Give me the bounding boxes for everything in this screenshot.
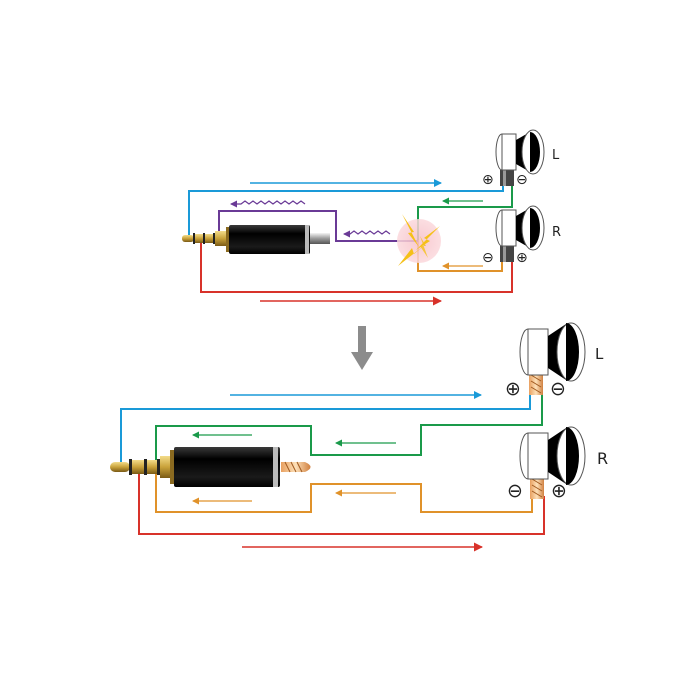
bottom-left-plus-icon: ⊕ [505,378,521,400]
top-left-minus-icon: ⊖ [516,172,528,188]
bottom-left-label: L [595,345,604,363]
down-arrow-icon [351,326,373,370]
bottom-red-wire [138,473,545,535]
bottom-left-speaker-icon [519,322,586,395]
top-audio-plug [182,225,330,254]
top-left-speaker-icon [495,129,545,186]
bottom-blue-wire [120,393,531,464]
bottom-right-minus-icon: ⊖ [507,480,523,502]
bottom-right-label: R [597,449,608,468]
top-purple-wire [218,210,418,242]
top-purple-squiggle-arrow-2 [343,230,391,238]
top-diagram: L ⊕ ⊖ R ⊖ ⊕ [182,129,561,306]
interference-spark-icon [397,214,441,266]
top-right-minus-icon: ⊖ [482,250,494,266]
top-right-speaker-icon [495,205,545,262]
top-red-wire [200,243,513,293]
bottom-right-plus-icon: ⊕ [551,480,567,502]
bottom-orange-wire [155,473,533,513]
bottom-right-speaker-icon [519,426,586,499]
bottom-green-wire [155,393,543,461]
bottom-diagram: L ⊕ ⊖ R ⊖ ⊕ [110,322,608,552]
top-left-label: L [552,148,560,163]
top-purple-squiggle-arrow-1 [230,200,306,208]
top-right-label: R [552,225,561,240]
top-right-plus-icon: ⊕ [516,250,528,266]
top-left-plus-icon: ⊕ [482,172,494,188]
bottom-audio-plug [110,447,311,487]
bottom-left-minus-icon: ⊖ [550,378,566,400]
